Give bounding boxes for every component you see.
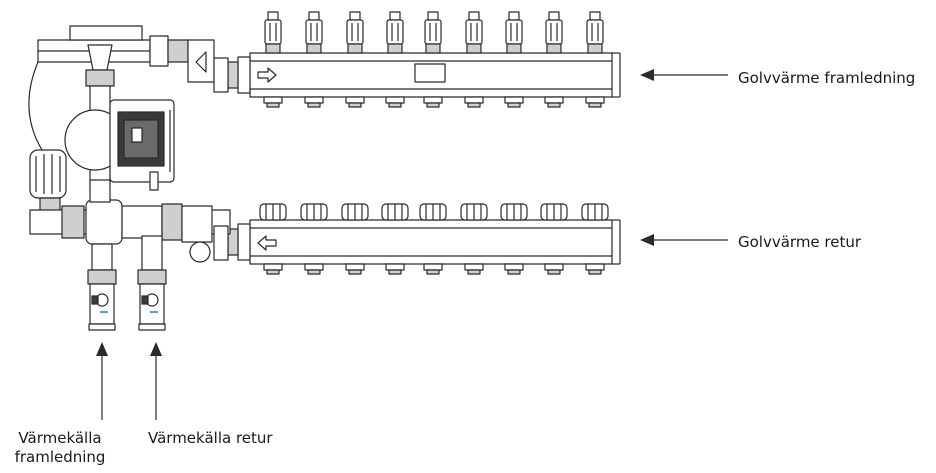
return-valve-caps	[259, 203, 609, 275]
mixing-shunt-group	[28, 25, 231, 271]
label-manifold-supply: Golvvärme framledning	[738, 69, 916, 87]
valve-cap-3	[341, 203, 369, 275]
label-source-supply: Värmekälla framledning	[14, 429, 106, 466]
valve-cap-2	[300, 203, 328, 275]
flow-meter-1	[263, 11, 283, 108]
valve-cap-1	[259, 203, 287, 275]
supply-flow-meters	[263, 11, 605, 108]
flow-arrow-left-icon	[257, 235, 277, 251]
return-manifold-bar	[249, 219, 621, 265]
valve-cap-9	[581, 203, 609, 275]
flow-arrow-right-icon	[257, 67, 277, 83]
flow-meter-5	[423, 11, 443, 108]
valve-cap-8	[540, 203, 568, 275]
flow-meter-8	[544, 11, 564, 108]
flow-meter-3	[345, 11, 365, 108]
flow-meter-4	[385, 11, 405, 108]
pointer-arrow-manifold-supply	[640, 69, 728, 81]
flow-meter-2	[304, 11, 324, 108]
ball-valve-return	[137, 269, 167, 331]
valve-cap-5	[419, 203, 447, 275]
label-source-return: Värmekälla retur	[148, 429, 273, 447]
supply-manifold-bar	[249, 52, 621, 98]
flow-meter-7	[504, 11, 524, 108]
pointer-arrow-source-return	[150, 342, 162, 420]
flow-meter-9	[585, 11, 605, 108]
label-manifold-return: Golvvärme retur	[738, 233, 862, 251]
pointer-arrow-source-supply	[96, 342, 108, 420]
valve-cap-4	[381, 203, 409, 275]
flow-meter-6	[464, 11, 484, 108]
pointer-arrow-manifold-return	[640, 234, 728, 246]
valve-cap-6	[460, 203, 488, 275]
manifold-end-fittings	[227, 56, 251, 261]
ball-valve-supply	[87, 269, 117, 331]
valve-cap-7	[500, 203, 528, 275]
